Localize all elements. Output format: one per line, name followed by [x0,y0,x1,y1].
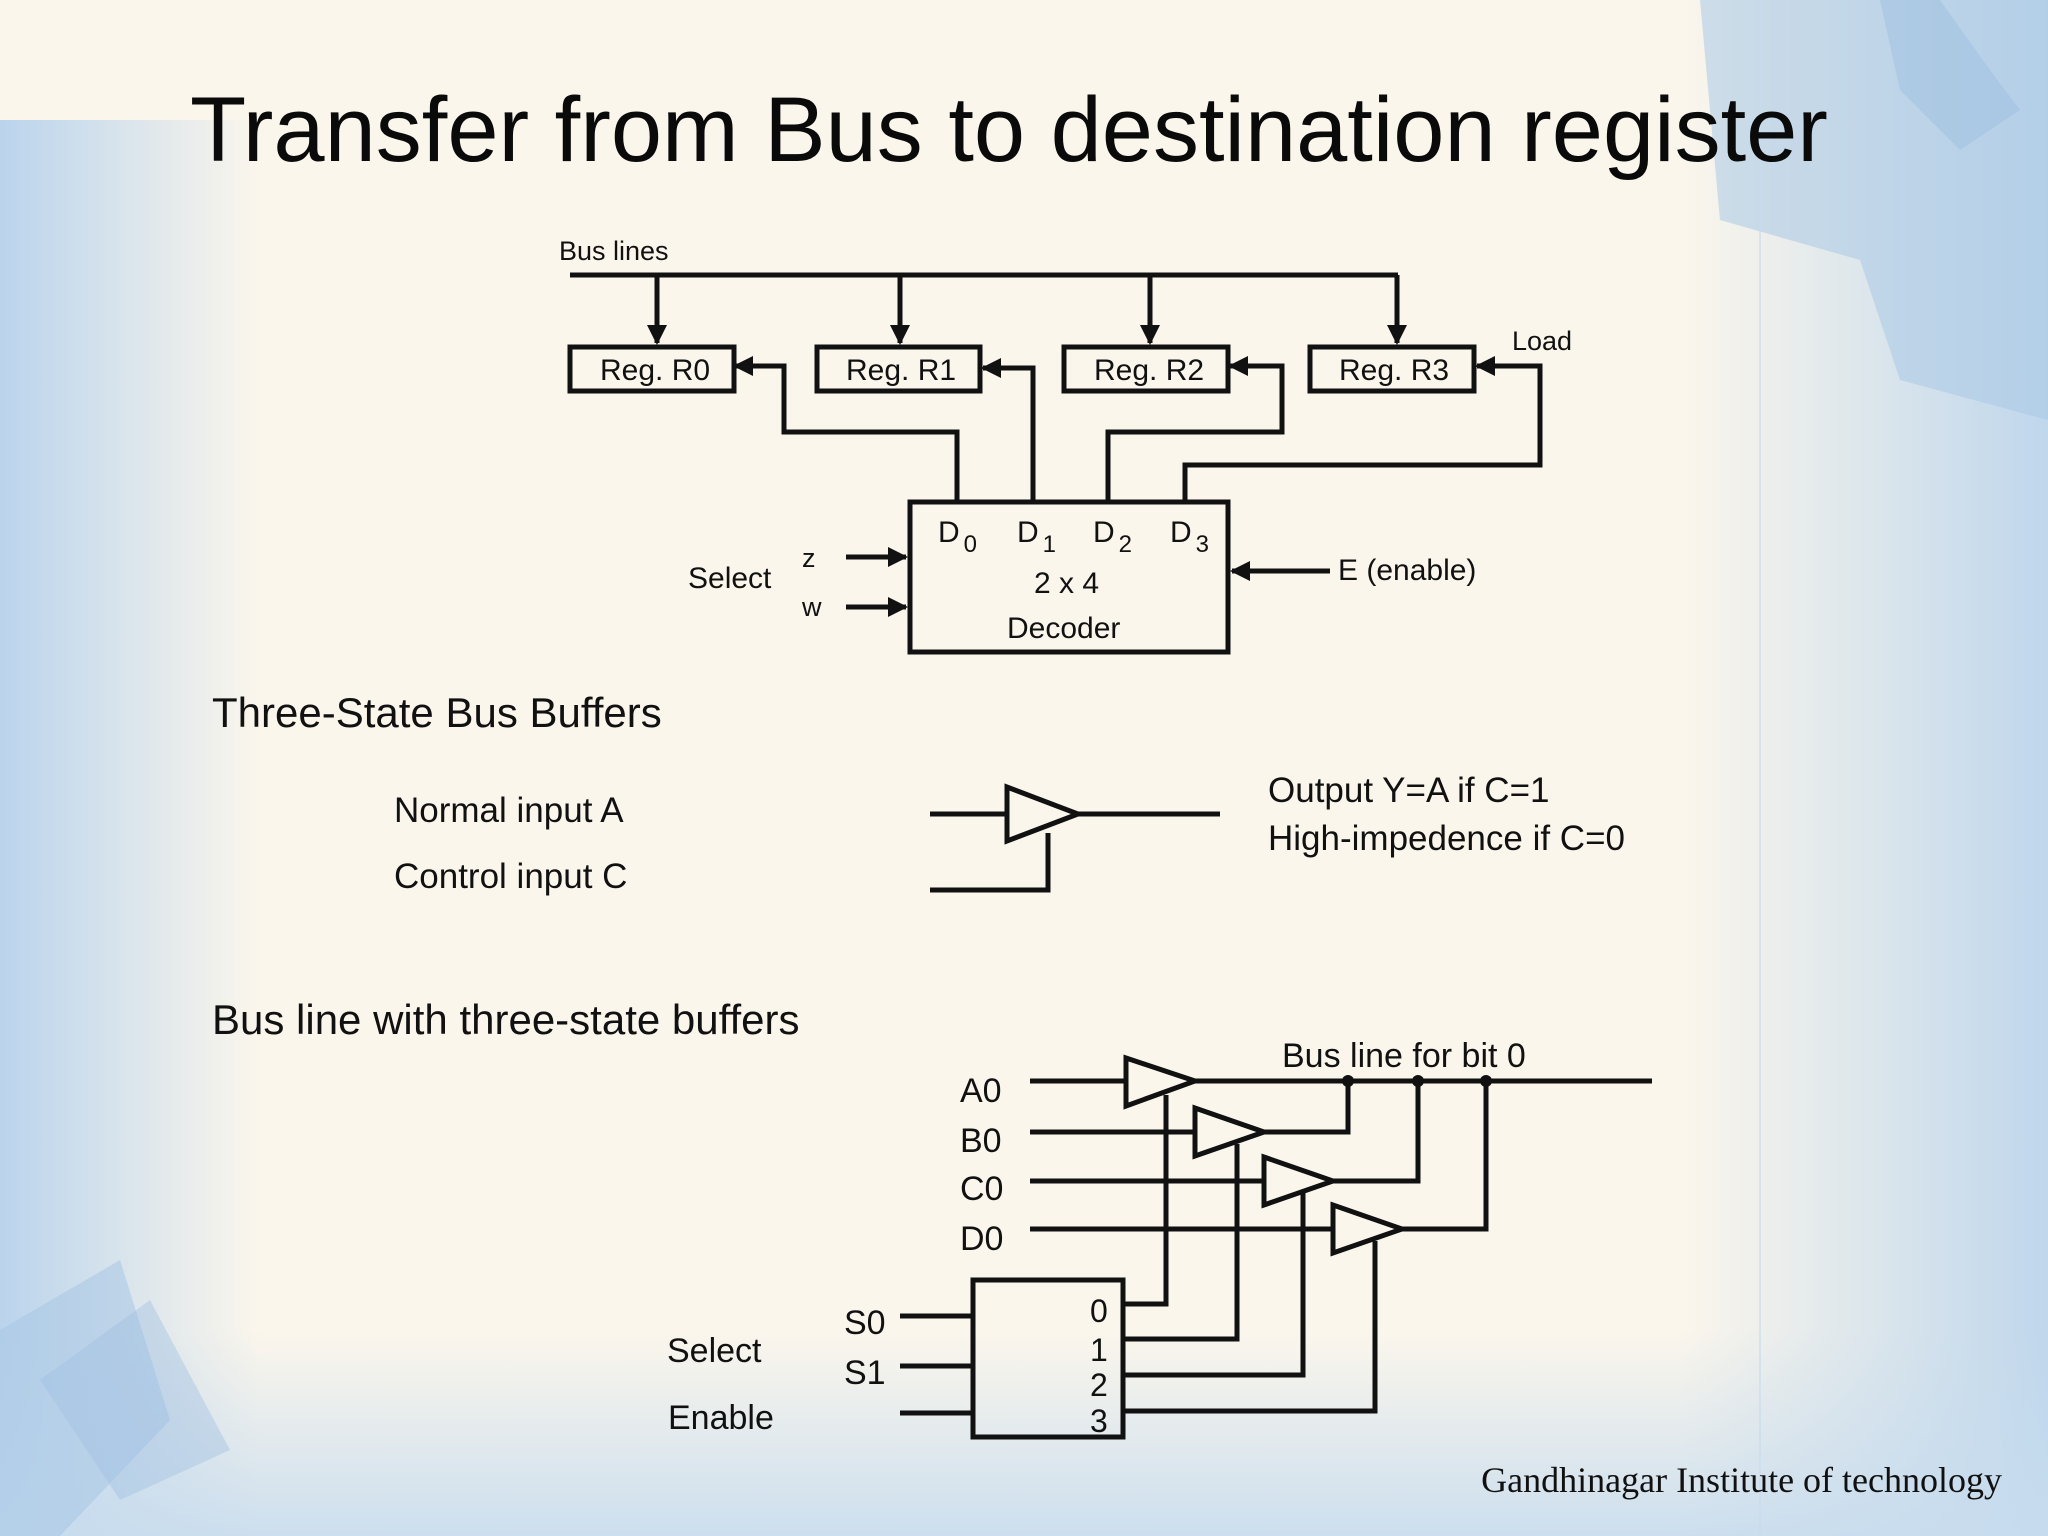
decoder-output-1: 1 [1090,1332,1108,1368]
bus-to-register-arrows [647,275,1407,345]
input-c0-label: C0 [960,1170,1004,1208]
bus-line-heading: Bus line with three-state buffers [212,996,800,1043]
input-b0-label: B0 [960,1122,1002,1160]
register-r1-box [814,344,983,394]
input-wires [1030,1078,1333,1232]
three-state-buffers [1123,1054,1410,1257]
output-description-line1: Output Y=A if C=1 [1268,771,1550,810]
decoder-output-3: 3 [1090,1403,1108,1439]
decoder-name-label: Decoder [1007,612,1121,645]
decoder-size-label: 2 x 4 [1034,567,1100,600]
buffer-outputs-to-bus [1264,1081,1489,1232]
load-label: Load [1512,326,1573,356]
enable-label: E (enable) [1338,554,1477,587]
decoder-output-0: 0 [1090,1293,1108,1329]
register-r0-label: Reg. R0 [600,354,711,387]
bus-enable-label: Enable [668,1399,774,1437]
bus-lines-label: Bus lines [559,236,669,266]
decoder-control-lines [1123,1095,1378,1414]
input-a0-label: A0 [960,1072,1002,1110]
select-enable-input-wires [900,1313,973,1416]
bus-junction-dots [1342,1075,1492,1087]
three-state-heading: Three-State Bus Buffers [212,689,662,736]
decoder-2x4-box [907,499,1231,655]
select-input-s0: S0 [844,1304,886,1342]
register-r1-label: Reg. R1 [846,354,957,387]
register-r3-box [1307,344,1477,394]
decoder-to-register-load-lines [733,356,1543,502]
footer-institute: Gandhinagar Institute of technology [1481,1460,2002,1500]
select-label: Select [688,562,772,595]
control-input-label: Control input C [394,857,628,896]
register-r3-label: Reg. R3 [1339,354,1450,387]
bus-line-bit0-label: Bus line for bit 0 [1282,1037,1526,1075]
normal-input-label: Normal input A [394,791,624,830]
select-input-w: w [802,592,822,622]
select-decoder-box [970,1277,1126,1440]
register-r2-label: Reg. R2 [1094,354,1205,387]
bus-select-label: Select [667,1332,762,1370]
decoder-select-arrows [846,547,908,617]
page-title: Transfer from Bus to destination registe… [190,79,1828,181]
select-input-z: z [802,543,816,573]
output-description-line2: High-impedence if C=0 [1268,819,1625,858]
input-d0-label: D0 [960,1220,1004,1258]
three-state-buffer-symbol [930,783,1220,893]
decoder-output-2: 2 [1090,1367,1108,1403]
select-input-s1: S1 [844,1354,886,1392]
